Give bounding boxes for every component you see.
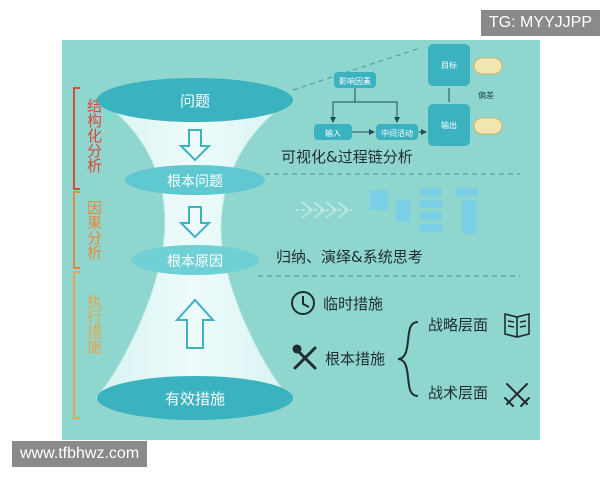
dashed-connectors xyxy=(258,47,520,277)
block-grid-icon xyxy=(370,188,478,234)
watermark-bottom: www.tfbhwz.com xyxy=(12,441,148,467)
flow-target-pill xyxy=(473,57,503,75)
side-label-structure-text: 结构化分析 xyxy=(85,98,103,173)
chevrons-icon xyxy=(296,201,352,219)
arrow-up-icon xyxy=(174,298,216,349)
side-label-execute-text: 执行措施 xyxy=(85,294,103,355)
clock-icon xyxy=(291,291,315,315)
funnel-level2-label: 根本问题 xyxy=(167,174,223,190)
funnel-bottom-ellipse xyxy=(97,376,293,420)
caption-visualize: 可视化&过程链分析 xyxy=(281,148,413,166)
crossed-swords-icon xyxy=(504,383,530,407)
side-label-structure: 结构化分析 xyxy=(73,87,103,190)
flow-factors-box xyxy=(334,72,376,88)
side-label-execute: 执行措施 xyxy=(73,271,103,419)
funnel-level2-ellipse xyxy=(125,165,265,195)
flow-deviation-label: 偏差 xyxy=(478,90,494,100)
flow-output-label: 输出 xyxy=(441,120,457,130)
flow-target-label: 目标 xyxy=(441,60,457,70)
process-flow-chart: 影响因素 输入 中间活动 输出 目标 偏差 xyxy=(314,44,503,146)
funnel-top-ellipse xyxy=(97,78,293,122)
measure-fundamental: 根本措施 xyxy=(325,350,385,368)
watermark-top: TG: MYYJJPP xyxy=(480,10,600,36)
flow-output-pill xyxy=(473,117,503,135)
flow-process-label: 中间活动 xyxy=(381,128,413,138)
arrow-down-icon xyxy=(178,206,212,239)
funnel-level3-ellipse xyxy=(131,245,259,275)
side-label-cause: 因果分析 xyxy=(73,191,103,269)
brace-icon xyxy=(397,321,419,397)
flow-factors-label: 影响因素 xyxy=(339,76,371,86)
flow-target-box xyxy=(428,44,470,86)
caption-reasoning: 归纳、演绎&系统思考 xyxy=(276,248,423,266)
flow-input-box xyxy=(314,124,352,140)
funnel-bottom-label: 有效措施 xyxy=(165,390,225,408)
book-icon xyxy=(504,312,530,338)
flow-input-label: 输入 xyxy=(325,128,341,138)
measure-strategic: 战略层面 xyxy=(428,316,488,334)
measure-tactical: 战术层面 xyxy=(428,384,488,402)
tools-icon xyxy=(292,344,317,370)
funnel-level3-label: 根本原因 xyxy=(167,254,223,270)
flow-output-box xyxy=(428,104,470,146)
measure-temporary: 临时措施 xyxy=(323,295,383,313)
funnel-top-label: 问题 xyxy=(180,92,210,110)
flow-process-box xyxy=(376,124,418,140)
side-label-cause-text: 因果分析 xyxy=(85,200,103,260)
arrow-down-icon xyxy=(178,129,212,162)
